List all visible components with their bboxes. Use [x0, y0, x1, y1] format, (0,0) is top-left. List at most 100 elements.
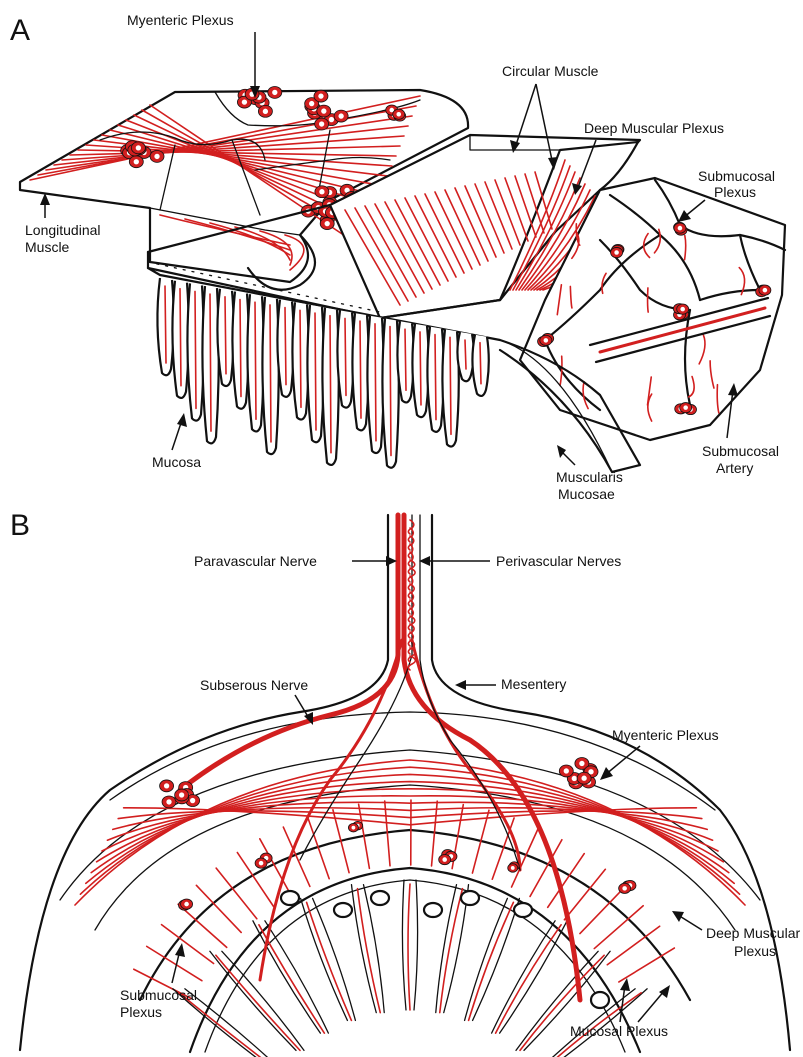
neuron-nucleus — [259, 861, 264, 866]
crypt-lumen — [591, 992, 609, 1008]
crypt-lumen — [371, 891, 389, 905]
neuron-nucleus — [179, 792, 184, 797]
mesenteric-nerves — [180, 515, 580, 1000]
neuron-nucleus — [309, 101, 314, 106]
neuron-nucleus — [318, 93, 323, 98]
villus-nerve-fiber — [255, 302, 256, 419]
crypt-lumen — [461, 891, 479, 905]
neuron-nucleus — [579, 761, 584, 766]
label-subserous-nerve: Subserous Nerve — [200, 677, 308, 693]
circular-layer-fiber — [162, 925, 214, 964]
label-longitudinal-muscle-1: Longitudinal — [25, 222, 101, 238]
label-myenteric-plexus-b: Myenteric Plexus — [612, 727, 719, 743]
ganglion — [508, 862, 519, 872]
villus-nerve-fiber — [465, 340, 466, 369]
ganglion — [179, 899, 193, 910]
panel-a: A — [10, 12, 785, 502]
neuron-nucleus — [622, 886, 627, 891]
ganglion — [559, 757, 598, 788]
label-submucosal-artery-2: Artery — [716, 460, 753, 476]
ganglion — [619, 880, 636, 893]
villus-nerve-fiber — [405, 329, 406, 390]
villus-nerve-fiber — [300, 310, 301, 407]
circular-layer-fiber — [619, 948, 674, 982]
villus-nerve-fiber — [165, 286, 166, 363]
crypt-lumen — [514, 903, 532, 917]
neuron-nucleus — [325, 221, 330, 226]
label-deep-muscular-plexus-a: Deep Muscular Plexus — [584, 120, 724, 136]
label-muscularis-mucosae-2: Mucosae — [558, 486, 615, 502]
label-circular-muscle: Circular Muscle — [502, 63, 599, 79]
villus-nerve-fiber — [180, 289, 181, 386]
villus-nerve-fiber — [375, 324, 376, 441]
neuron-nucleus — [678, 226, 683, 231]
crypt-lumen — [281, 891, 299, 905]
label-mucosa: Mucosa — [152, 454, 201, 470]
mucosal-nerve-fiber — [408, 884, 410, 1010]
villus-nerve-fiber — [225, 297, 226, 374]
neuron-nucleus — [572, 776, 577, 781]
neuron-nucleus — [242, 99, 247, 104]
neuron-nucleus — [614, 250, 619, 255]
crypt-lumen — [424, 903, 442, 917]
crypt — [465, 898, 520, 1020]
ganglion — [439, 850, 457, 865]
neuron-nucleus — [319, 189, 324, 194]
neuron-nucleus — [134, 159, 139, 164]
crypt — [402, 880, 417, 1010]
label-submucosal-plexus-a-1: Submucosal — [698, 168, 775, 184]
neuron-nucleus — [396, 112, 401, 117]
villus-nerve-fiber — [330, 316, 331, 453]
villus-nerve-fiber — [420, 332, 421, 405]
villus-nerve-fiber — [480, 343, 481, 384]
neuron-nucleus — [166, 799, 171, 804]
neuron-nucleus — [263, 109, 268, 114]
neuron-nucleus — [329, 117, 334, 122]
label-submucosal-plexus-b-2: Plexus — [120, 1004, 162, 1020]
villus-nerve-fiber — [450, 337, 451, 434]
label-longitudinal-muscle-2: Muscle — [25, 239, 70, 255]
neuron-nucleus — [190, 798, 195, 803]
label-mucosal-plexus: Mucosal Plexus — [570, 1023, 668, 1039]
panel-a-letter: A — [10, 14, 30, 47]
ganglion — [160, 780, 200, 808]
submucosal-nerve-fiber — [648, 288, 649, 312]
crypt-lumen — [334, 903, 352, 917]
label-submucosal-artery-1: Submucosal — [702, 443, 779, 459]
label-perivascular-nerves: Perivascular Nerves — [496, 553, 621, 569]
villus-nerve-fiber — [390, 327, 391, 456]
neuron-nucleus — [564, 768, 569, 773]
neuron-nucleus — [321, 108, 326, 113]
label-mesentery: Mesentery — [501, 676, 566, 692]
neuron-nucleus — [581, 776, 586, 781]
label-myenteric-plexus-a: Myenteric Plexus — [127, 12, 234, 28]
neuron-nucleus — [442, 857, 447, 862]
villus-nerve-fiber — [435, 335, 436, 420]
neuron-nucleus — [683, 405, 688, 410]
ganglion — [673, 304, 688, 320]
label-muscularis-mucosae-1: Muscularis — [556, 469, 623, 485]
neuron-nucleus — [136, 145, 141, 150]
label-paravascular-nerve: Paravascular Nerve — [194, 553, 317, 569]
villus-nerve-fiber — [285, 308, 286, 385]
villus-nerve-fiber — [210, 294, 211, 431]
neuron-nucleus — [680, 307, 685, 312]
panel-b-letter: B — [10, 509, 30, 542]
label-deep-muscular-plexus-b-2: Plexus — [734, 943, 776, 959]
villus-nerve-fiber — [315, 313, 316, 430]
neuron-nucleus — [338, 113, 343, 118]
neuron-nucleus — [511, 866, 515, 870]
circular-layer-fiber — [283, 827, 310, 886]
neuron-nucleus — [763, 288, 768, 293]
neuron-nucleus — [544, 338, 549, 343]
neuron-nucleus — [164, 783, 169, 788]
villus-nerve-fiber — [345, 318, 346, 395]
label-submucosal-plexus-a-2: Plexus — [714, 184, 756, 200]
villus-nerve-fiber — [270, 305, 271, 442]
villus-nerve-fiber — [360, 321, 361, 418]
villus-nerve-fiber — [240, 300, 241, 397]
label-submucosal-plexus-b-1: Submucosal — [120, 987, 197, 1003]
label-deep-muscular-plexus-b-1: Deep Muscular — [706, 925, 800, 941]
neuron-nucleus — [319, 121, 324, 126]
